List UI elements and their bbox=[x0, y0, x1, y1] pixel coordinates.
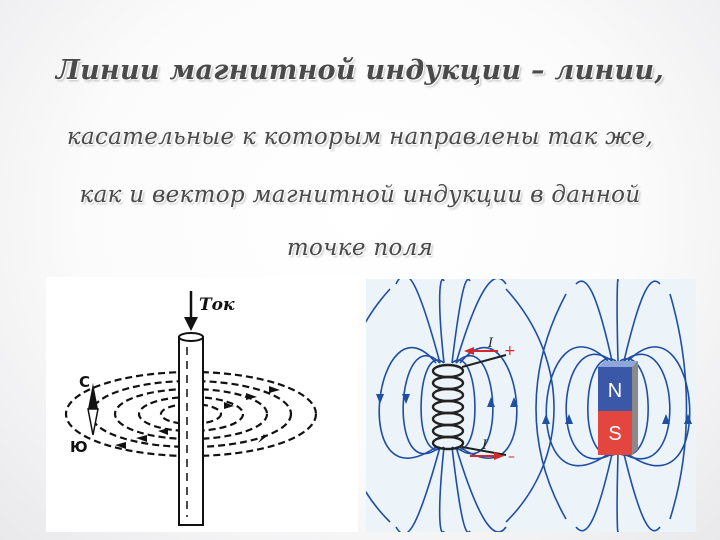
magnet-top-face bbox=[598, 361, 638, 367]
title-line-2: касательные к которым направлены так же, bbox=[66, 124, 654, 150]
top-current-sign: + bbox=[504, 343, 516, 359]
compass-south-icon bbox=[87, 408, 99, 436]
wire-field-drawing: Ток С Ю bbox=[64, 291, 318, 526]
solenoid-field-arrows bbox=[376, 394, 518, 407]
compass-north-label: С bbox=[79, 373, 90, 391]
bottom-current-label: I bbox=[481, 438, 488, 453]
solenoid-and-magnet-illustration: I + I – bbox=[366, 279, 696, 532]
top-current-label: I bbox=[487, 336, 494, 351]
magnet-side-face bbox=[632, 361, 638, 455]
magnet-north-pole bbox=[598, 367, 632, 411]
conductor-top-icon bbox=[178, 332, 204, 342]
magnet-south-pole bbox=[598, 411, 632, 455]
magnet-north-label: N bbox=[608, 380, 622, 402]
solenoid-coil-icon bbox=[431, 363, 465, 451]
magnet-field-lines bbox=[535, 279, 691, 532]
magnet-field-arrows bbox=[542, 414, 692, 424]
field-direction-arrows bbox=[115, 386, 280, 449]
current-label: Ток bbox=[199, 295, 235, 315]
bottom-lead-wire bbox=[461, 446, 507, 456]
title-line-3: как и вектор магнитной индукции в данной bbox=[79, 182, 641, 208]
compass-south-label: Ю bbox=[70, 438, 88, 456]
title-line-1: Линии магнитной индукции – линии, bbox=[55, 55, 665, 86]
bottom-current-sign: – bbox=[508, 449, 515, 465]
top-lead-wire bbox=[461, 354, 507, 368]
wire-field-illustration: Ток С Ю bbox=[46, 277, 358, 532]
solenoid-magnet-drawing: I + I – bbox=[366, 279, 692, 532]
compass-north-icon bbox=[88, 383, 98, 409]
conductor-wire bbox=[178, 336, 204, 526]
solenoid-field-lines bbox=[366, 279, 555, 532]
title-line-4: точке поля bbox=[286, 235, 434, 261]
magnet-south-label: S bbox=[608, 423, 621, 445]
